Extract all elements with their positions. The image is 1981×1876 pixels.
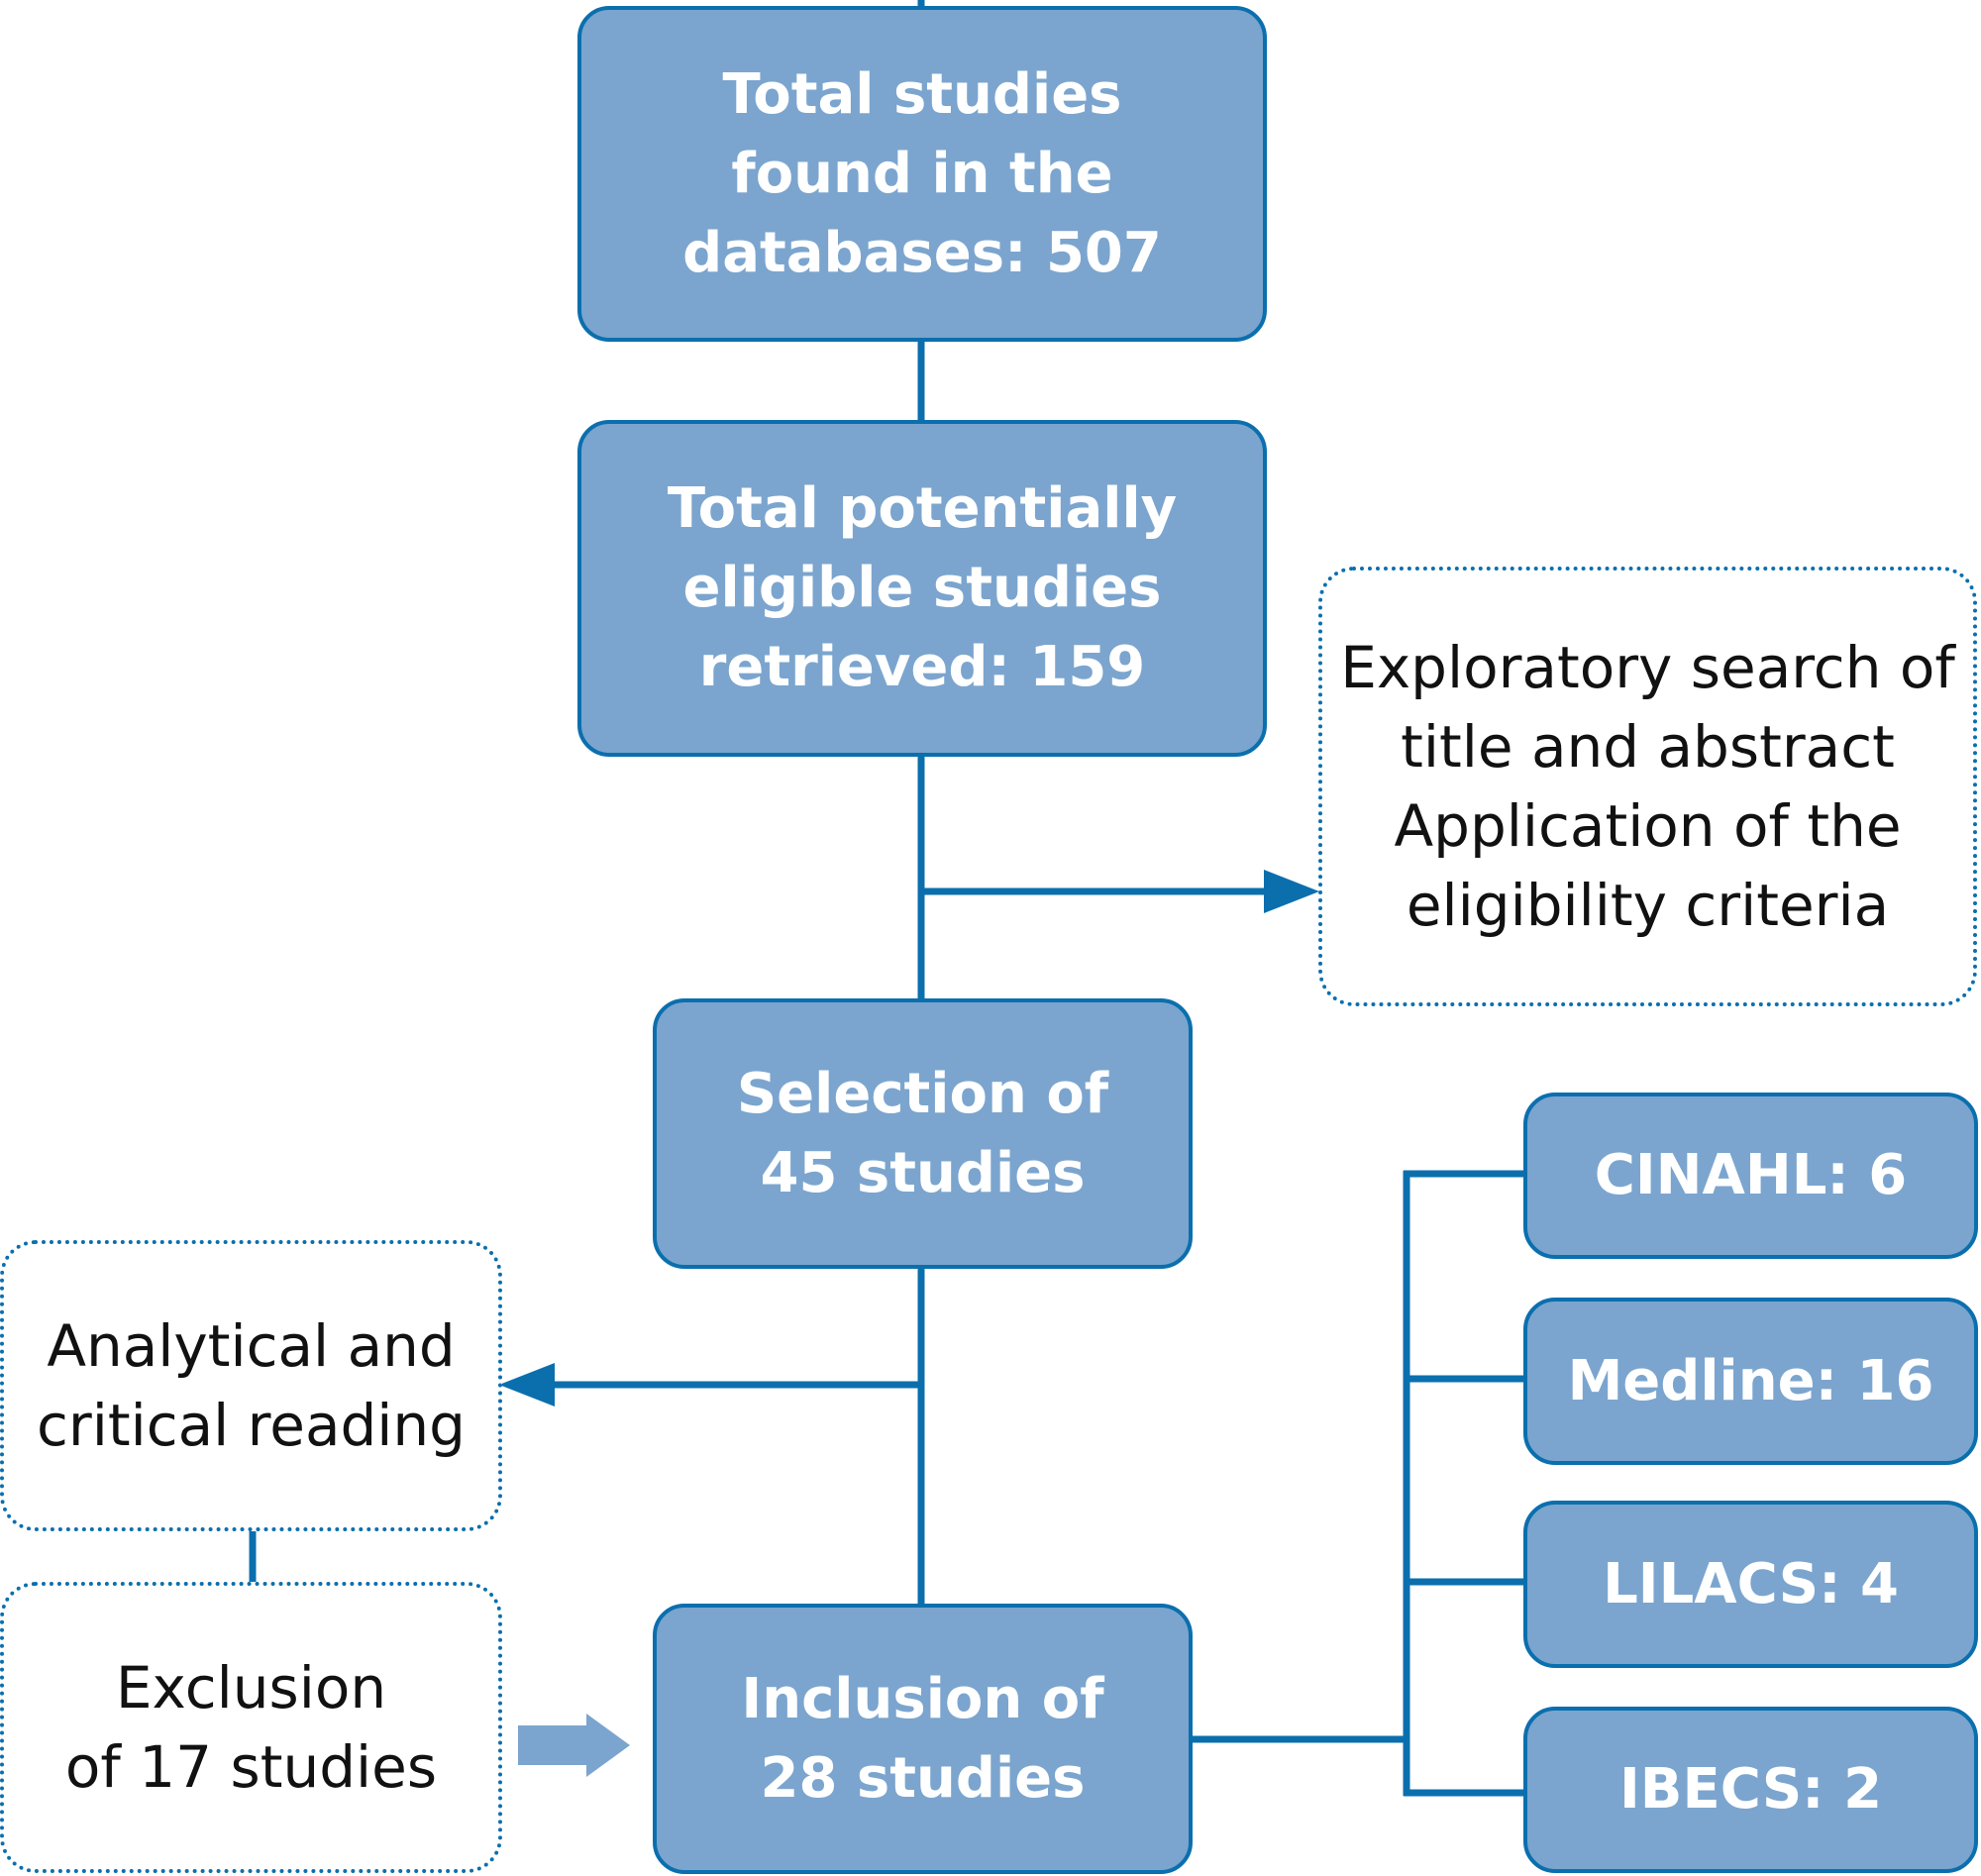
ibecs-box: IBECS: 2 bbox=[1523, 1707, 1978, 1873]
exploratory-search-box: Exploratory search of title and abstract… bbox=[1318, 567, 1977, 1006]
exclusion-box: Exclusion of 17 studies bbox=[0, 1582, 502, 1873]
arrowhead-right-exploratory bbox=[1264, 870, 1319, 913]
eligible-studies-label: Total potentially eligible studies retri… bbox=[667, 476, 1178, 699]
selection-box: Selection of 45 studies bbox=[653, 998, 1193, 1269]
inclusion-box: Inclusion of 28 studies bbox=[653, 1604, 1193, 1874]
lilacs-box: LILACS: 4 bbox=[1523, 1501, 1978, 1668]
cinahl-box: CINAHL: 6 bbox=[1523, 1093, 1978, 1259]
exclusion-label: Exclusion of 17 studies bbox=[64, 1654, 438, 1801]
medline-label: Medline: 16 bbox=[1567, 1348, 1934, 1413]
eligible-studies-box: Total potentially eligible studies retri… bbox=[577, 420, 1267, 757]
inclusion-label: Inclusion of 28 studies bbox=[741, 1666, 1104, 1811]
medline-box: Medline: 16 bbox=[1523, 1298, 1978, 1465]
analytical-reading-label: Analytical and critical reading bbox=[37, 1312, 466, 1459]
analytical-reading-box: Analytical and critical reading bbox=[0, 1240, 502, 1531]
ibecs-label: IBECS: 2 bbox=[1618, 1757, 1883, 1822]
selection-label: Selection of 45 studies bbox=[736, 1061, 1109, 1205]
cinahl-label: CINAHL: 6 bbox=[1594, 1143, 1908, 1207]
exclusion-block-arrow bbox=[518, 1714, 630, 1777]
total-studies-label: Total studies found in the databases: 50… bbox=[682, 61, 1162, 285]
total-studies-box: Total studies found in the databases: 50… bbox=[577, 6, 1267, 342]
lilacs-label: LILACS: 4 bbox=[1603, 1551, 1899, 1616]
arrowhead-left-analytical bbox=[499, 1363, 555, 1407]
exploratory-search-label: Exploratory search of title and abstract… bbox=[1340, 634, 1955, 939]
